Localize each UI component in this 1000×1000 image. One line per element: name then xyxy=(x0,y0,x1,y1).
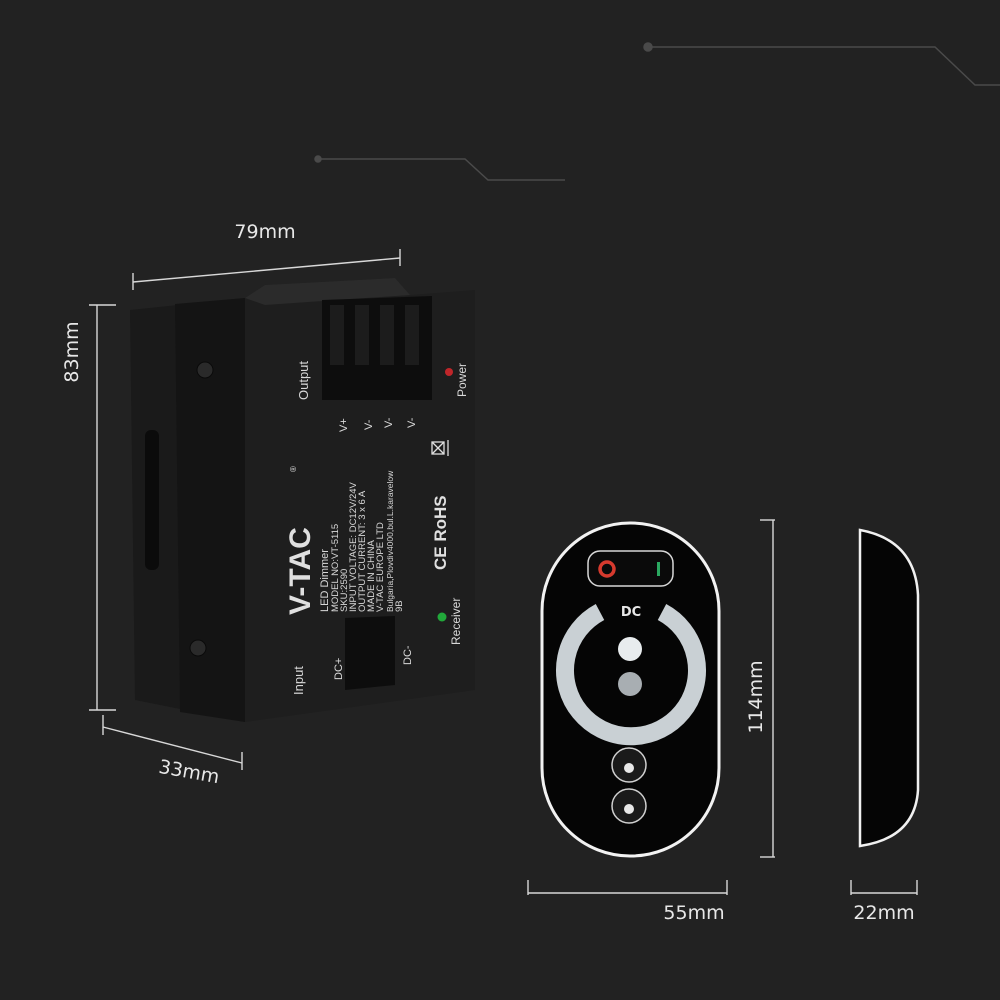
bulb-icon xyxy=(624,804,634,814)
product-label: LED Dimmer MODEL NO:VT-5115 SKU:2590 INP… xyxy=(319,470,405,612)
remote-control: DC xyxy=(540,521,721,858)
label-line: MODEL NO:VT-5115 xyxy=(330,524,341,612)
label-line: Bulgaria,Plovdiv4000,bul.L.karavelow xyxy=(385,470,395,612)
dc-minus-label: DC- xyxy=(402,645,414,665)
input-label: Input xyxy=(291,666,306,695)
label-line: INPUT VOLTAGE: DC12V/24V xyxy=(348,481,359,612)
label-line: 9B xyxy=(394,600,405,612)
touch-dimmer-wheel[interactable] xyxy=(556,604,706,746)
registered-mark: ® xyxy=(289,466,298,472)
controller-width-label: 79mm xyxy=(234,221,295,243)
off-button[interactable] xyxy=(618,672,642,696)
on-button[interactable] xyxy=(618,637,642,661)
on-icon xyxy=(657,562,660,576)
controller-depth-label: 33mm xyxy=(157,756,221,788)
label-line: SKU:2590 xyxy=(339,569,350,612)
input-terminal-block xyxy=(345,616,395,690)
label-line: OUTPUT CURRENT: 3 x 6 A xyxy=(357,490,368,612)
label-line: MADE IN CHINA xyxy=(366,540,377,612)
mode-label: DC xyxy=(621,605,641,620)
dimension-lines xyxy=(89,249,918,895)
power-label: Power xyxy=(455,363,469,397)
controller-height-label: 83mm xyxy=(61,321,83,382)
label-line: V-TAC EUROPE LTD xyxy=(375,522,386,612)
output-terminal-block xyxy=(322,296,432,400)
remote-width-label: 55mm xyxy=(663,902,724,924)
decorative-circuit-lines xyxy=(314,42,1000,181)
power-led xyxy=(445,368,453,376)
certification-marks: CE RoHS xyxy=(431,495,450,570)
led-dimmer-controller: Output Input Power Receiver V+ V- V- V- … xyxy=(130,278,475,722)
output-label: Output xyxy=(296,361,311,400)
terminal-label: V- xyxy=(383,417,395,428)
screw-icon xyxy=(189,639,207,657)
bracket-slot xyxy=(145,430,159,570)
terminal-label: V- xyxy=(363,419,375,430)
remote-height-label: 114mm xyxy=(745,660,767,733)
terminal-label: V+ xyxy=(338,418,350,432)
receiver-led xyxy=(437,612,447,622)
weee-bin-icon xyxy=(431,440,449,456)
label-line: LED Dimmer xyxy=(319,549,331,612)
remote-side-profile xyxy=(858,528,920,848)
terminal-label: V- xyxy=(406,417,418,428)
remote-depth-label: 22mm xyxy=(853,902,914,924)
off-icon xyxy=(598,560,616,578)
receiver-label: Receiver xyxy=(449,598,463,645)
bulb-icon xyxy=(624,763,634,773)
screw-icon xyxy=(196,361,214,379)
vtac-logo: V-TAC xyxy=(284,527,317,615)
dc-plus-label: DC+ xyxy=(333,658,345,680)
